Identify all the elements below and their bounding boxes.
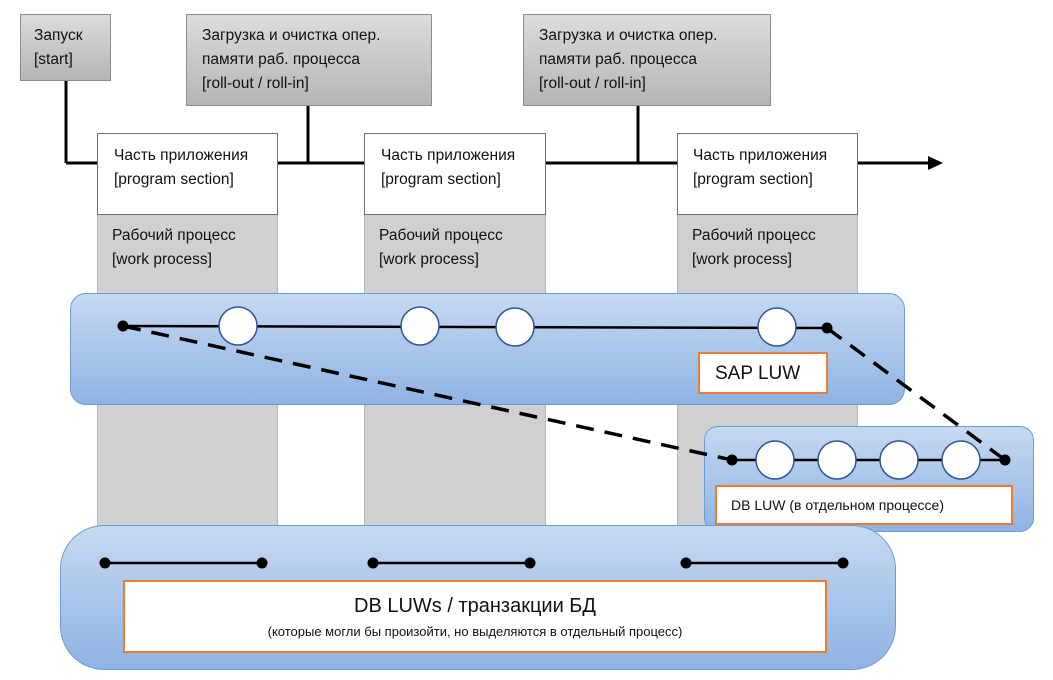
program-section-box-1: Часть приложения [program section] xyxy=(97,133,278,215)
db-luw-segment-2-end-dot xyxy=(524,557,536,569)
sap-luw-step-circle xyxy=(757,307,797,347)
work-process-en: [work process] xyxy=(112,251,212,268)
program-section-box-2: Часть приложения [program section] xyxy=(364,133,546,215)
db-luw-segment-1-start-dot xyxy=(99,557,111,569)
sap-luw-step-circle xyxy=(495,307,535,347)
db-luw-separate-end-dot xyxy=(999,454,1011,466)
work-process-label-3: Рабочий процесс [work process] xyxy=(692,224,816,272)
program-section-en: [program section] xyxy=(114,171,234,188)
work-process-en: [work process] xyxy=(379,251,479,268)
db-luw-segment-1-end-dot xyxy=(256,557,268,569)
work-process-en: [work process] xyxy=(692,251,792,268)
rollout-line-3: [roll-out / roll-in] xyxy=(539,75,646,92)
sap-luw-end-dot xyxy=(821,322,833,334)
db-luw-step-circle xyxy=(879,440,919,480)
sap-luw-step-circle xyxy=(400,306,440,346)
sap-luw-step-circle xyxy=(218,306,258,346)
program-section-box-3: Часть приложения [program section] xyxy=(677,133,858,215)
rollout-line-3: [roll-out / roll-in] xyxy=(202,75,309,92)
db-luw-separate-label-box: DB LUW (в отдельном процессе) xyxy=(715,485,1013,525)
rollout-line-2: памяти раб. процесса xyxy=(202,51,360,68)
db-luw-segment-3-start-dot xyxy=(680,557,692,569)
start-box: Запуск [start] xyxy=(20,14,111,81)
db-luw-separate-start-dot xyxy=(726,454,738,466)
rollout-box-2: Загрузка и очистка опер. памяти раб. про… xyxy=(523,14,771,106)
db-luw-segment-2-start-dot xyxy=(367,557,379,569)
db-luws-label-box: DB LUWs / транзакции БД (которые могли б… xyxy=(123,580,827,653)
sap-luw-start-dot xyxy=(117,320,129,332)
sap-luw-label-box: SAP LUW xyxy=(698,352,828,394)
sap-luw-label: SAP LUW xyxy=(715,363,801,384)
db-luw-step-circle xyxy=(941,440,981,480)
program-section-ru: Часть приложения xyxy=(114,147,249,164)
rollout-line-1: Загрузка и очистка опер. xyxy=(539,27,718,44)
work-process-label-1: Рабочий процесс [work process] xyxy=(112,224,236,272)
start-label-en: [start] xyxy=(34,51,73,68)
program-section-ru: Часть приложения xyxy=(693,147,828,164)
work-process-label-2: Рабочий процесс [work process] xyxy=(379,224,503,272)
db-luw-segment-3-end-dot xyxy=(837,557,849,569)
timeline-arrowhead xyxy=(928,156,943,170)
start-label-ru: Запуск xyxy=(34,27,83,44)
db-luw-step-circle xyxy=(817,440,857,480)
db-luw-separate-label: DB LUW (в отдельном процессе) xyxy=(731,497,944,513)
db-luws-title: DB LUWs / транзакции БД xyxy=(354,595,596,617)
work-process-ru: Рабочий процесс xyxy=(379,227,503,244)
dashed-connector-right xyxy=(825,326,1007,462)
work-process-ru: Рабочий процесс xyxy=(112,227,236,244)
rollout-box-1: Загрузка и очистка опер. памяти раб. про… xyxy=(186,14,432,106)
program-section-en: [program section] xyxy=(381,171,501,188)
program-section-en: [program section] xyxy=(693,171,813,188)
db-luw-step-circle xyxy=(755,440,795,480)
work-process-ru: Рабочий процесс xyxy=(692,227,816,244)
db-luws-subtitle: (которые могли бы произойти, но выделяют… xyxy=(267,624,683,639)
rollout-line-2: памяти раб. процесса xyxy=(539,51,697,68)
program-section-ru: Часть приложения xyxy=(381,147,516,164)
dashed-connector-lower xyxy=(122,324,733,462)
rollout-line-1: Загрузка и очистка опер. xyxy=(202,27,381,44)
